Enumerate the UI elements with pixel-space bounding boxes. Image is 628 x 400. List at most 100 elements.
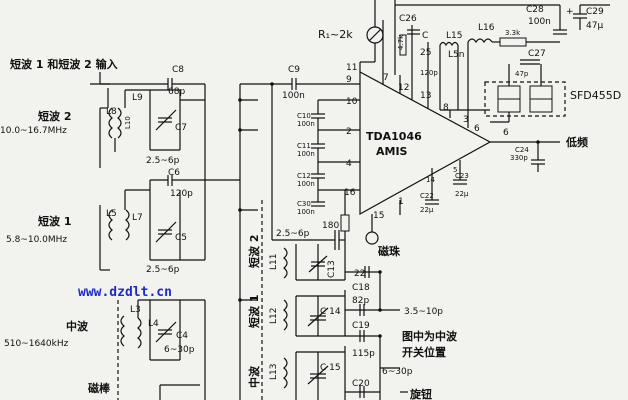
c10-value: 100n (297, 120, 315, 128)
pin-9: 9 (346, 75, 352, 85)
mw-name: 中波 (66, 319, 89, 333)
sw1-range: 5.8~10.0MHz (6, 235, 67, 245)
pin-10: 10 (346, 97, 358, 107)
c18-label: C18 (352, 283, 370, 293)
sw1-name: 短波 1 (38, 214, 71, 228)
pin-1: 1 (398, 197, 404, 207)
knob-label: 旋钮 (409, 387, 432, 400)
c27-label: C27 (528, 49, 546, 59)
c24-label: C24 (515, 146, 529, 154)
switch-sw2: 短波 2 (247, 235, 261, 268)
l15-value: L5n (448, 50, 464, 60)
mw-range: 510~1640kHz (4, 339, 69, 349)
l11-label: L11 (269, 254, 279, 270)
c9-value: 100n (282, 91, 305, 101)
ferrite-rod-label: 磁棒 (88, 381, 111, 395)
c25-120p: 120p (420, 69, 438, 77)
c4-label: C4 (176, 331, 188, 341)
c9-label: C9 (288, 65, 300, 75)
pin-6: 6 (474, 124, 480, 134)
resistor-r-label: R₁~2k (318, 28, 353, 41)
c26-label: C26 (399, 14, 417, 24)
ferrite-bead-label: 磁珠 (378, 244, 401, 258)
c5-label: C5 (175, 233, 187, 243)
c24-value: 330p (510, 154, 528, 162)
coil-l15 (439, 41, 459, 47)
c15-value: 6~30p (382, 367, 413, 377)
watermark: www.dzdlt.cn (78, 285, 172, 300)
c12-value: 100n (297, 180, 315, 188)
coil-l16 (467, 38, 493, 44)
l7-label: L7 (132, 213, 143, 223)
c11-label: C11 (297, 142, 311, 150)
pin-4: 4 (346, 159, 352, 169)
switch-sw1: 短波 1 (247, 295, 261, 328)
c6-value: 120p (170, 189, 193, 199)
l9-label: L9 (132, 93, 143, 103)
c29-label: C29 (586, 7, 604, 17)
coil-l12 (283, 299, 288, 331)
coil-l7 (125, 209, 130, 241)
r47-label: 4.7k (397, 34, 405, 50)
pin-5: 5 (453, 166, 457, 174)
c27-value: 47p (515, 70, 529, 78)
sw2-name: 短波 2 (38, 109, 71, 123)
chip-name: TDA1046 (366, 130, 422, 143)
resistor-3-3k (499, 37, 527, 47)
pin-16: 16 (344, 188, 356, 198)
sw2-range: 10.0~16.7MHz (0, 126, 67, 136)
c12-label: C12 (297, 172, 311, 180)
c28-label: C28 (526, 5, 544, 15)
c19-label: C19 (352, 321, 370, 331)
coil-l13 (283, 357, 288, 389)
c-label: C (422, 31, 428, 41)
coil-l8 (108, 107, 113, 139)
c23-value: 22μ (455, 190, 469, 198)
pin-13: 13 (420, 91, 431, 101)
c15-label: C 15 (320, 363, 341, 373)
pin-11: 11 (346, 63, 357, 73)
c18-value: 82p (352, 296, 369, 306)
l16-label: L16 (478, 23, 495, 33)
switch-note-1: 图中为中波 (402, 329, 458, 343)
pin-7: 7 (383, 73, 389, 83)
c14-label: C 14 (320, 307, 341, 317)
l13-label: L13 (269, 364, 279, 380)
r180-label: 180 (322, 221, 339, 231)
c30-value: 100n (297, 208, 315, 216)
c4-value: 6~30p (164, 345, 195, 355)
pin-15: 15 (373, 211, 384, 221)
pin-8: 8 (443, 103, 449, 113)
switch-mw: 中波 (247, 365, 261, 388)
c8-value: 68p (168, 87, 185, 97)
coil-l5 (108, 209, 113, 241)
l8-label: L8 (106, 107, 117, 117)
c13-value: 2.5~6p (276, 229, 310, 239)
coil-l9 (117, 107, 122, 139)
sfd455d-label: SFD455D (570, 89, 621, 102)
r33-label: 3.3k (505, 29, 521, 37)
c23-label: C23 (455, 172, 469, 180)
chip-maker: AMIS (376, 145, 408, 158)
l12-label: L12 (269, 308, 279, 324)
pin-12: 12 (398, 83, 409, 93)
c11-value: 100n (297, 150, 315, 158)
c18-range: 3.5~10p (404, 307, 443, 317)
c30-label: C30 (297, 200, 311, 208)
c7-label: C7 (175, 123, 187, 133)
c25-value: 25 (420, 48, 431, 58)
c8-label: C8 (172, 65, 184, 75)
coil-l4 (137, 317, 142, 349)
input-label: 短波 1 和短波 2 输入 (10, 57, 118, 71)
tda1046-chip (359, 70, 492, 216)
c28-value: 100n (528, 17, 551, 27)
output-label: 低频 (565, 135, 588, 149)
c20-label: C20 (352, 379, 370, 389)
c6-label: C6 (168, 168, 180, 178)
l3-label: L3 (130, 305, 141, 315)
resistor-4-7k (399, 34, 407, 56)
c7-value: 2.5~6p (146, 156, 180, 166)
l4-label: L4 (148, 319, 159, 329)
